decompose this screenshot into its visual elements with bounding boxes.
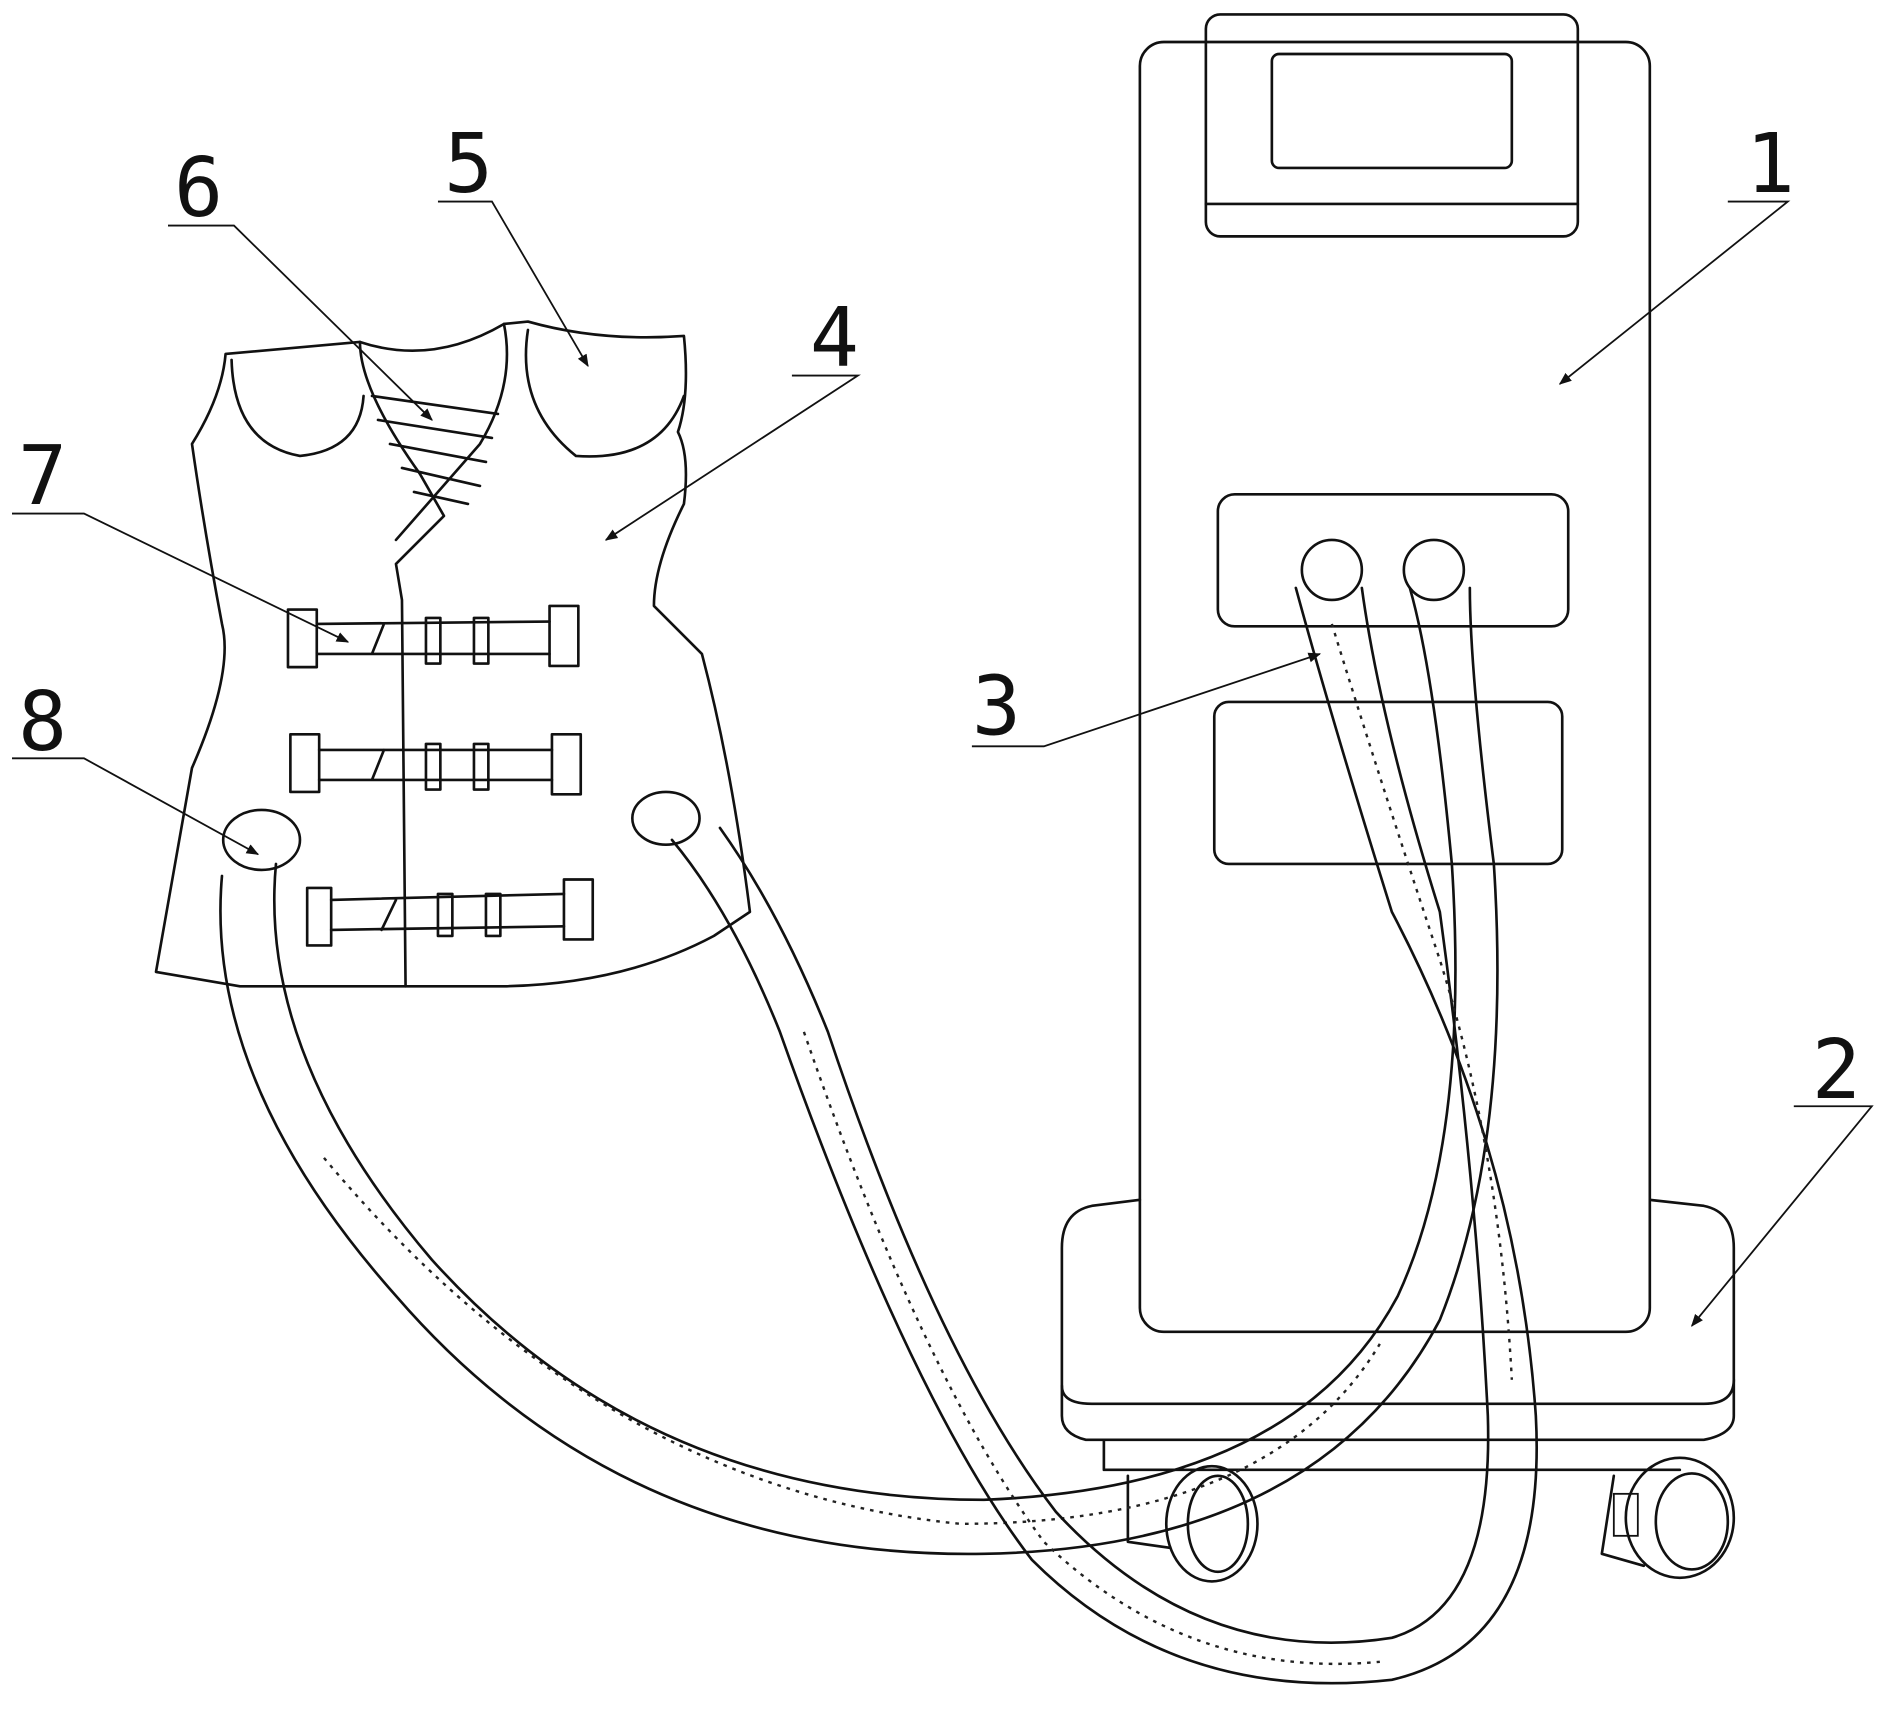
machine-body [1140,14,1650,1331]
display-screen [1272,54,1512,168]
svg-text:7: 7 [18,429,67,524]
vest [156,322,750,987]
label-5: 5 [438,117,588,366]
shoulder-pad-left [232,360,364,456]
svg-text:5: 5 [444,117,493,212]
strap-buckle-2 [290,734,580,794]
svg-text:1: 1 [1746,117,1795,212]
strap-buckle-1 [288,606,578,667]
hose-left [220,588,1497,1554]
machine-base [1062,1200,1734,1582]
hose-port-right [1404,540,1464,600]
svg-text:3: 3 [972,659,1021,754]
hose-right [672,588,1537,1683]
strap-buckle-3 [307,879,593,945]
svg-text:6: 6 [174,141,223,236]
svg-text:4: 4 [810,291,859,386]
label-4: 4 [606,291,859,540]
svg-text:2: 2 [1812,1023,1861,1118]
svg-text:8: 8 [18,675,67,770]
label-8: 8 [12,675,258,854]
vest-hose-port-left [223,810,300,870]
label-3: 3 [972,654,1320,754]
wheel-right [1602,1458,1734,1578]
label-2: 2 [1692,1023,1872,1326]
hose-port-panel [1218,494,1568,626]
shoulder-pad-right [526,330,684,456]
wheel-left [1128,1466,1258,1581]
chest-lacing [372,396,498,504]
label-1: 1 [1560,117,1795,384]
label-6: 6 [168,141,432,420]
hose-port-left [1302,540,1362,600]
vest-hose-port-right [632,792,699,845]
